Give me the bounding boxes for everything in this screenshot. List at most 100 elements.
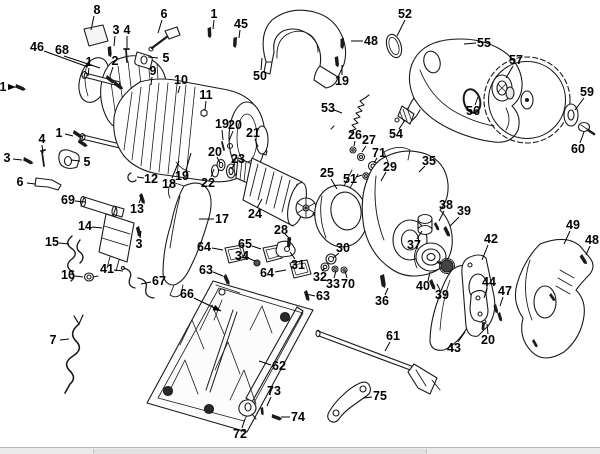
leader-line	[171, 160, 180, 179]
part-number-label: 4	[124, 23, 131, 37]
part-shape	[64, 323, 81, 394]
leader-line	[457, 331, 466, 343]
leader-line	[321, 267, 326, 272]
leader-line	[58, 242, 70, 245]
part-number-label: 44	[482, 275, 496, 289]
part-shape	[146, 280, 314, 433]
leader-line	[344, 270, 348, 279]
leader-line	[463, 42, 477, 45]
part-number-label: 26	[348, 128, 362, 142]
part-plate-8	[83, 24, 109, 47]
part-spindle-40	[414, 242, 456, 275]
part-wire-clip-41	[120, 265, 136, 289]
leader-line	[373, 157, 378, 164]
leader-line	[436, 283, 441, 291]
leader-line	[330, 178, 338, 190]
part-number-label: 32	[313, 270, 327, 284]
part-shape	[200, 108, 208, 118]
leader-line	[254, 138, 259, 148]
leader-line	[427, 271, 431, 282]
part-number-label: 42	[484, 232, 498, 246]
part-shape	[203, 403, 215, 415]
part-shape	[439, 279, 451, 331]
part-number-label: 38	[439, 198, 453, 212]
leader-line	[398, 119, 406, 130]
part-shape	[415, 242, 447, 272]
part-shape	[524, 97, 530, 103]
part-number-label: 66	[180, 287, 194, 301]
part-shape	[496, 80, 508, 96]
leader-line	[355, 174, 363, 178]
part-number-label: 34	[235, 249, 249, 263]
part-shape	[563, 103, 579, 127]
part-shape	[175, 161, 191, 173]
leader-line	[353, 140, 356, 147]
part-number-label: 29	[383, 160, 397, 174]
scrollbar-thumb[interactable]	[93, 449, 427, 454]
part-number-label: 20	[228, 118, 242, 132]
leader-line	[43, 50, 89, 68]
part-shape	[315, 329, 321, 338]
part-shape	[253, 259, 261, 267]
part-shape	[238, 399, 257, 417]
part-shape	[86, 274, 92, 280]
leader-line	[221, 129, 224, 141]
leader-line	[241, 418, 246, 429]
leader-line	[332, 252, 340, 259]
part-number-label: 3	[113, 23, 120, 37]
part-shape	[317, 330, 415, 372]
part-shape	[497, 83, 507, 93]
part-cord-guard-69	[79, 195, 118, 218]
part-lever-6-upper	[148, 26, 181, 52]
part-shape	[283, 245, 291, 253]
leader-line	[210, 168, 215, 178]
part-clip-12	[127, 172, 137, 183]
part-number-label: 52	[398, 7, 412, 21]
part-number-label: 27	[362, 133, 376, 147]
part-shape	[358, 154, 364, 160]
part-number-label: 59	[580, 85, 594, 99]
part-shape	[162, 385, 174, 397]
part-shape	[399, 107, 412, 123]
part-shape	[218, 288, 226, 296]
part-shape	[356, 152, 366, 162]
part-number-label: 73	[267, 384, 281, 398]
part-shape	[249, 163, 298, 217]
part-armature-24	[233, 157, 340, 232]
part-shape	[462, 88, 482, 114]
part-shape	[111, 205, 118, 218]
screw-icon	[376, 273, 391, 290]
part-number-label: 36	[375, 294, 389, 308]
part-shape	[417, 213, 433, 225]
part-shape	[331, 265, 339, 273]
part-shape	[292, 262, 309, 276]
part-number-label: 1	[86, 55, 93, 69]
leader-line	[266, 396, 272, 407]
part-number-label: 6	[161, 7, 168, 21]
part-shape	[164, 26, 181, 40]
part-number-label: 39	[435, 288, 449, 302]
leader-line	[113, 269, 124, 272]
leader-line	[230, 163, 236, 170]
part-shape	[313, 65, 339, 89]
horizontal-scrollbar[interactable]	[0, 447, 600, 454]
leader-line	[579, 131, 585, 144]
part-number-label: 35	[422, 154, 436, 168]
part-number-label: 19	[335, 74, 349, 88]
part-oring-56	[462, 88, 482, 114]
part-number-label: 41	[100, 262, 114, 276]
leader-line	[505, 65, 514, 79]
part-number-label: 3	[4, 151, 11, 165]
part-shape	[262, 9, 347, 81]
part-wire-67	[137, 277, 155, 299]
part-number-label: 65	[238, 237, 252, 251]
part-plate-44	[469, 289, 489, 323]
part-number-label: 71	[372, 146, 386, 160]
part-saw-blade	[483, 56, 571, 144]
part-shape	[327, 381, 371, 423]
part-number-label: 48	[364, 34, 378, 48]
part-number-label: 1	[211, 7, 218, 21]
screw-icon	[230, 36, 240, 50]
part-number-label: 37	[407, 238, 421, 252]
